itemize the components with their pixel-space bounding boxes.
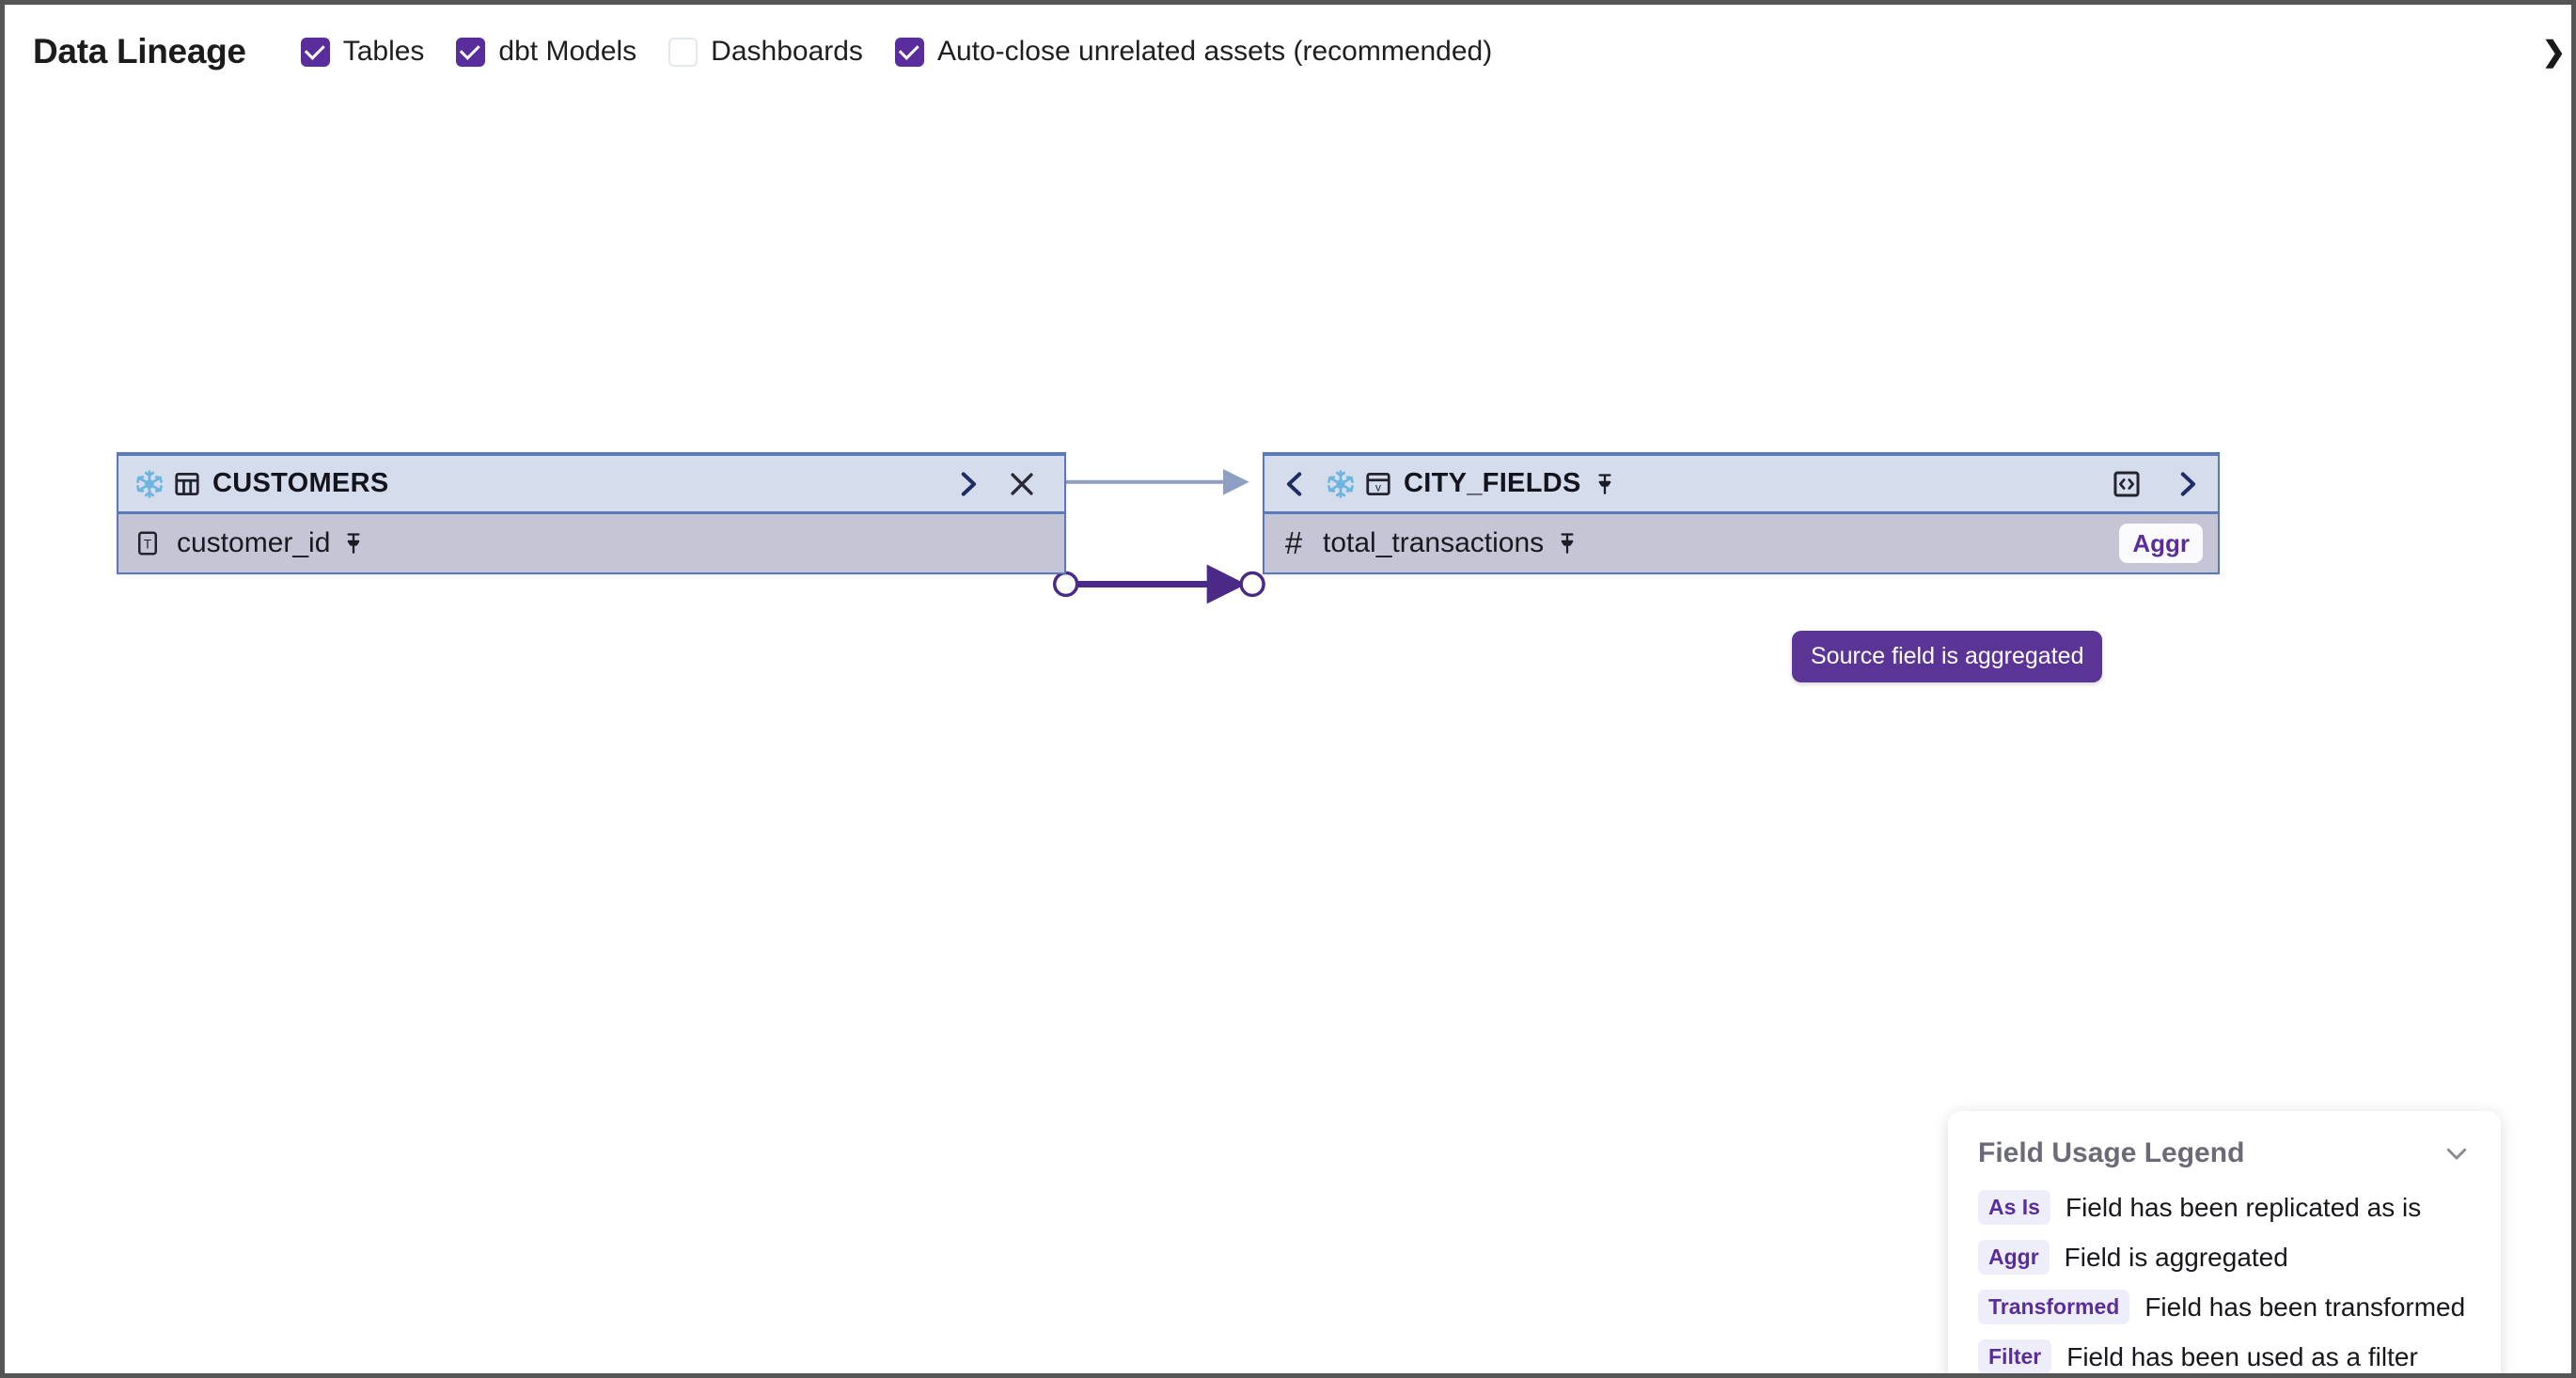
pin-icon[interactable] (1593, 470, 1617, 498)
legend-text-transformed: Field has been transformed (2144, 1292, 2466, 1322)
node-title-customers: CUSTOMERS (212, 468, 389, 498)
aggregated-tooltip: Source field is aggregated (1792, 631, 2103, 682)
filter-checkbox-group: Tables dbt Models Dashboards Auto-close … (300, 36, 1493, 68)
filter-dashboards[interactable]: Dashboards (668, 36, 863, 68)
edge-handle-target (1239, 571, 1265, 598)
svg-text:v: v (1375, 480, 1381, 493)
checkbox-dashboards[interactable] (668, 37, 699, 67)
table-icon (173, 470, 201, 498)
filter-auto-close-label: Auto-close unrelated assets (recommended… (936, 36, 1493, 67)
node-header-city-fields[interactable]: v CITY_FIELDS (1264, 456, 2218, 514)
field-label-total-transactions: total_transactions (1323, 527, 1545, 558)
pin-icon[interactable] (341, 529, 366, 557)
snowflake-icon (1325, 468, 1357, 500)
checkbox-auto-close[interactable] (894, 37, 924, 67)
lineage-node-customers[interactable]: CUSTOMERS T (117, 452, 1066, 574)
node-field-customer-id[interactable]: T customer_id (118, 514, 1064, 572)
tooltip-text: Source field is aggregated (1811, 643, 2084, 669)
legend-row-filter: Filter Field has been used as a filter (1978, 1339, 2471, 1373)
number-type-icon: # (1284, 525, 1303, 560)
legend-text-aggr: Field is aggregated (2064, 1242, 2288, 1272)
filter-tables-label: Tables (342, 36, 425, 67)
expand-downstream-chevron-right-icon[interactable] (2171, 468, 2203, 500)
legend-tag-transformed: Transformed (1978, 1290, 2130, 1324)
filter-dbt-models[interactable]: dbt Models (456, 36, 636, 68)
page-title: Data Lineage (33, 32, 246, 70)
expand-upstream-chevron-left-icon[interactable] (1280, 468, 1312, 500)
legend-tag-as-is: As Is (1978, 1190, 2050, 1225)
legend-text-as-is: Field has been replicated as is (2065, 1192, 2422, 1222)
filter-dbt-models-label: dbt Models (498, 36, 637, 67)
close-node-icon[interactable] (1006, 468, 1038, 500)
lineage-canvas[interactable]: CUSTOMERS T (5, 99, 2571, 1373)
check-icon (304, 39, 325, 60)
filter-tables[interactable]: Tables (300, 36, 425, 68)
node-header-customers[interactable]: CUSTOMERS (118, 456, 1064, 514)
edge-handle-source (1052, 571, 1079, 598)
field-label-customer-id: customer_id (177, 527, 331, 558)
legend-row-transformed: Transformed Field has been transformed (1978, 1290, 2471, 1324)
checkbox-dbt-models[interactable] (456, 37, 486, 67)
expand-downstream-chevron-right-icon[interactable] (951, 468, 983, 500)
legend-row-as-is: As Is Field has been replicated as is (1978, 1190, 2471, 1225)
view-code-icon[interactable] (2111, 468, 2143, 500)
lineage-node-city-fields[interactable]: v CITY_FIELDS (1263, 452, 2220, 574)
view-icon: v (1364, 470, 1392, 498)
node-title-city-fields: CITY_FIELDS (1404, 468, 1581, 498)
snowflake-icon (134, 468, 165, 500)
legend-tag-aggr: Aggr (1978, 1240, 2050, 1275)
legend-collapse-chevron-down-icon[interactable] (2442, 1139, 2471, 1167)
filter-dashboards-label: Dashboards (711, 36, 863, 67)
field-usage-legend-panel[interactable]: Field Usage Legend As Is Field has been … (1948, 1111, 2501, 1373)
lineage-header: Data Lineage Tables dbt Models Dashboard… (5, 5, 2571, 99)
svg-text:T: T (144, 537, 152, 551)
checkbox-tables[interactable] (300, 37, 330, 67)
text-type-icon: T (134, 529, 162, 557)
check-icon (898, 39, 919, 60)
filter-auto-close[interactable]: Auto-close unrelated assets (recommended… (894, 36, 1493, 68)
legend-tag-filter: Filter (1978, 1339, 2052, 1373)
legend-title: Field Usage Legend (1978, 1137, 2245, 1168)
node-field-total-transactions[interactable]: # total_transactions Aggr (1264, 514, 2218, 572)
panel-collapse-chevron-right-icon[interactable]: ❯ (2541, 37, 2566, 68)
check-icon (460, 39, 481, 60)
pin-icon[interactable] (1555, 529, 1579, 557)
legend-header[interactable]: Field Usage Legend (1978, 1137, 2471, 1169)
field-usage-badge-aggr[interactable]: Aggr (2119, 524, 2203, 563)
legend-text-filter: Field has been used as a filter (2066, 1341, 2418, 1371)
legend-row-aggr: Aggr Field is aggregated (1978, 1240, 2471, 1275)
